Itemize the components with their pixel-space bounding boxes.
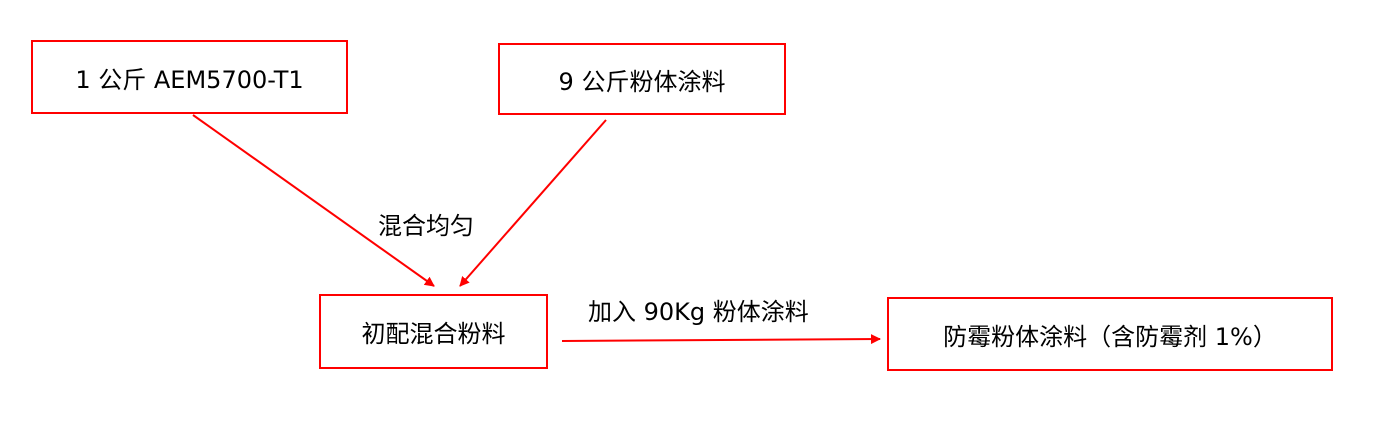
arrow-input-b-to-premix	[459, 119, 607, 287]
edge-label-add-powder: 加入 90Kg 粉体涂料	[588, 298, 809, 326]
arrow-input-a-to-premix	[192, 114, 435, 287]
node-final-product-label: 防霉粉体涂料（含防霉剂 1%）	[943, 322, 1277, 351]
node-premix: 初配混合粉料	[319, 294, 548, 369]
node-input-powder-coating: 9 公斤粉体涂料	[498, 43, 786, 115]
node-input-aem5700-label: 1 公斤 AEM5700-T1	[75, 65, 304, 94]
edge-label-mix: 混合均匀	[378, 212, 474, 240]
arrow-premix-to-final	[561, 334, 881, 345]
node-premix-label: 初配混合粉料	[361, 320, 506, 348]
node-input-aem5700: 1 公斤 AEM5700-T1	[31, 40, 348, 114]
node-input-powder-coating-label: 9 公斤粉体涂料	[558, 67, 726, 96]
node-final-product: 防霉粉体涂料（含防霉剂 1%）	[887, 297, 1333, 371]
